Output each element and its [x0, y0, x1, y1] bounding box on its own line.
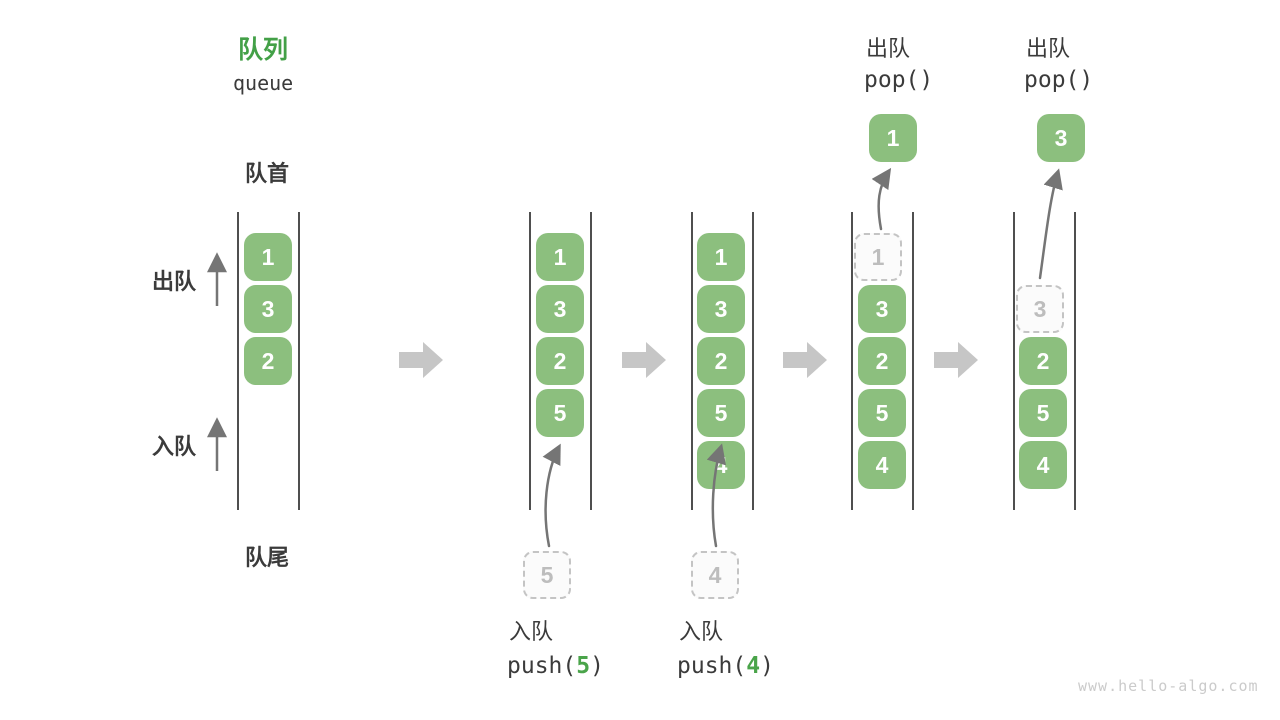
- queue3-left-wall: [691, 212, 693, 510]
- queue-cell: 3: [697, 285, 745, 333]
- queue-cell: 2: [697, 337, 745, 385]
- queue-cell: 2: [1019, 337, 1067, 385]
- incoming-ghost-cell: 4: [691, 551, 739, 599]
- queue5-right-wall: [1074, 212, 1076, 510]
- dequeue-op-label: 出队: [1026, 36, 1071, 61]
- queue-cell: 5: [536, 389, 584, 437]
- diagram-title-zh: 队列: [238, 36, 289, 64]
- push4-code-label: push(4): [677, 653, 774, 679]
- queue1-left-wall: [237, 212, 239, 510]
- queue-cell: 2: [244, 337, 292, 385]
- pop-code-label: pop(): [864, 67, 934, 93]
- push5-code-label: push(5): [507, 653, 604, 679]
- queue-cell: 2: [536, 337, 584, 385]
- queue5-left-wall: [1013, 212, 1015, 510]
- dequeue-op-label: 出队: [866, 36, 911, 61]
- incoming-ghost-cell: 5: [523, 551, 571, 599]
- queue-cell: 1: [536, 233, 584, 281]
- queue-cell: 3: [858, 285, 906, 333]
- popped-cell: 1: [869, 114, 917, 162]
- queue-cell: 1: [697, 233, 745, 281]
- queue-cell: 5: [1019, 389, 1067, 437]
- queue-cell: 3: [536, 285, 584, 333]
- enqueue-op-label: 入队: [509, 619, 554, 644]
- popped-cell: 3: [1037, 114, 1085, 162]
- diagram-title-en: queue: [233, 71, 294, 95]
- enqueue-5-arrow: [542, 443, 561, 548]
- pop-code-label: pop(): [1024, 67, 1094, 93]
- watermark: www.hello-algo.com: [1078, 677, 1259, 695]
- queue4-left-wall: [851, 212, 853, 510]
- queue-cell: 4: [1019, 441, 1067, 489]
- queue-cell: 1: [244, 233, 292, 281]
- dequeue-1-arrow: [871, 167, 892, 231]
- queue-cell: 4: [697, 441, 745, 489]
- queue-cell: 3: [244, 285, 292, 333]
- queue-cell: 5: [697, 389, 745, 437]
- queue-cell: 2: [858, 337, 906, 385]
- queue2-right-wall: [590, 212, 592, 510]
- queue1-right-wall: [298, 212, 300, 510]
- enqueue-side-label: 入队: [152, 434, 197, 459]
- queue-cell: 5: [858, 389, 906, 437]
- queue4-right-wall: [912, 212, 914, 510]
- step-arrow-icon: [622, 342, 666, 378]
- enqueue-op-label: 入队: [679, 619, 724, 644]
- dequeue-3-arrow: [1038, 168, 1063, 280]
- step-arrow-icon: [934, 342, 978, 378]
- queue-rear-label: 队尾: [245, 545, 290, 570]
- step-arrow-icon: [783, 342, 827, 378]
- queue2-left-wall: [529, 212, 531, 510]
- popped-ghost-cell: 1: [854, 233, 902, 281]
- popped-ghost-cell: 3: [1016, 285, 1064, 333]
- step-arrow-icon: [399, 342, 443, 378]
- dequeue-side-label: 出队: [152, 269, 197, 294]
- queue-front-label: 队首: [245, 161, 290, 186]
- queue-cell: 4: [858, 441, 906, 489]
- queue3-right-wall: [752, 212, 754, 510]
